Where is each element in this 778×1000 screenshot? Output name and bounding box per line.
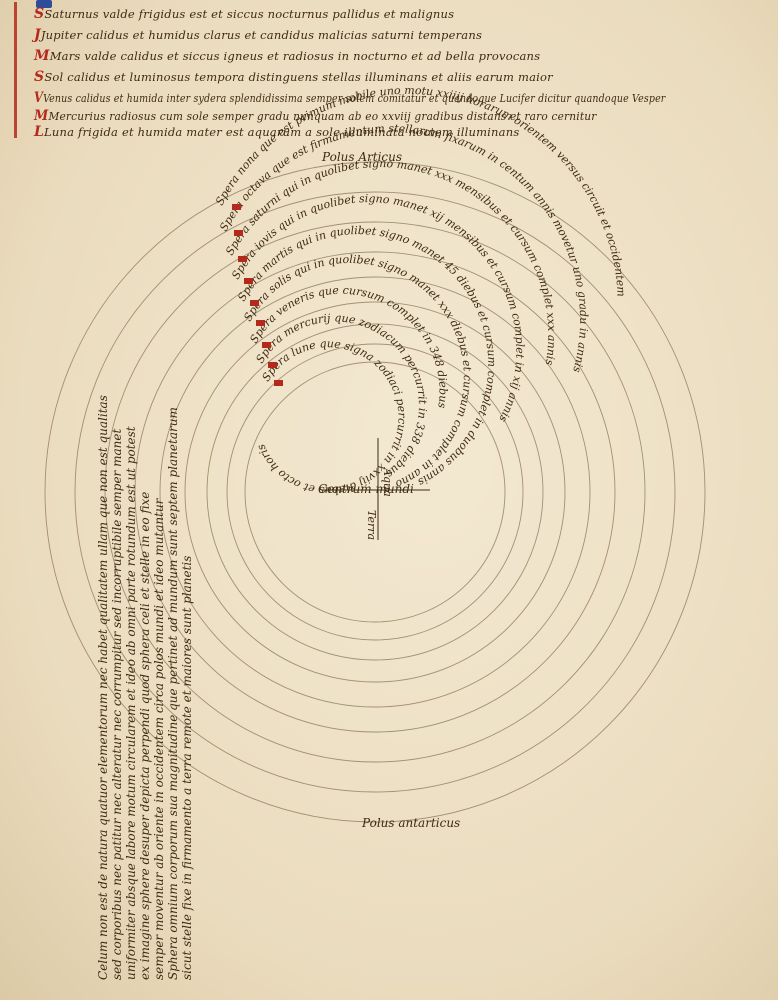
ring [184,301,566,683]
header-line: SSaturnus valde frigidus est et siccus n… [34,6,455,22]
header-line: LLuna frigida et humida mater est aquaru… [34,124,520,140]
ring [159,276,591,708]
ring [74,191,676,793]
rubric-margin-bracket [14,2,31,138]
vertical-commentary: Celum non est de natura quatuor elemento… [96,150,194,980]
rubric-mark [232,204,241,210]
center-vertical-label: Aqua [381,467,394,497]
center-label: Centrum mundi [318,482,414,496]
rubric-mark [244,278,253,284]
center-cross: Aqua Terra [322,438,430,540]
vertical-line: sed corporibus nec patitur nec alteratur… [110,428,124,980]
sphere-rings [44,161,706,823]
pole-top-label: Polus Articus [322,150,403,164]
header-line: JJupiter calidus et humidus clarus et ca… [34,27,483,43]
rubric-mark [256,320,265,326]
rubric-mark [274,380,283,386]
header-line: MMercurius radiosus cum sole semper grad… [34,108,597,124]
vertical-line: Sphera omnium corporum sua magnitudine q… [166,407,180,980]
ring [134,251,616,733]
center-vertical-label: Terra [365,510,378,540]
rubric-mark [250,300,259,306]
ring [226,343,524,641]
ring [206,323,544,661]
vertical-line: uniformiter absque labore motum circular… [124,426,138,980]
pole-bottom-label: Polus antarticus [362,816,461,830]
blue-initial-mark [36,0,52,8]
rubric-marks [232,204,283,386]
vertical-line: Celum non est de natura quatuor elemento… [96,395,110,980]
rubric-mark [238,256,247,262]
vertical-line: sicut stelle fixe in firmamento a terra … [180,555,194,980]
header-line: VVenus calidus et humida inter sydera sp… [34,90,666,106]
vertical-line: ex imagine sphere desuper depicta perpen… [138,491,152,980]
ring [104,221,646,763]
ring-outer [44,161,706,823]
sphere-labels: Spera nona que est primum mobile uno mot… [213,84,628,497]
header-line: SSol calidus et luminosus tempora distin… [34,69,553,85]
rubric-mark [262,342,271,348]
vertical-line: semper moventur ab oriente in occidentem… [152,498,166,980]
ring-inner [244,361,506,623]
rubric-mark [234,230,243,236]
rubric-mark [268,362,277,368]
header-line: MMars valde calidus et siccus igneus et … [34,48,541,64]
